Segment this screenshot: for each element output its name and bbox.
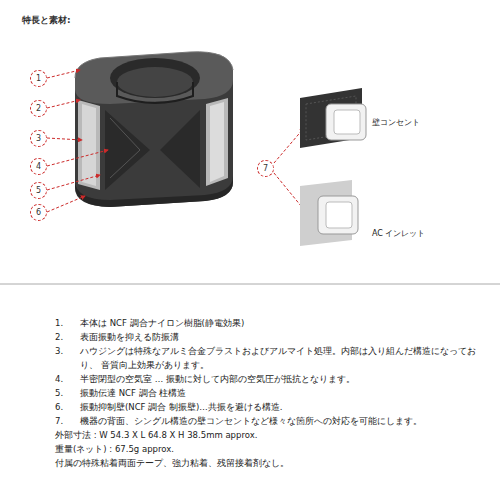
part-label: 壁コンセント [372,117,420,128]
item-text: 機器の背面、シングル構造の壁コンセントなど様々な箇所への対応を可能にします。 [80,414,487,428]
item-number: 2. [55,330,80,344]
item-number: 7. [55,414,80,428]
list-row: 5.振動伝達 NCF 調合 柱構造 [55,386,487,400]
list-row: 4.半密閉型の空気室 … 振動に対して内部の空気圧が抵抗となります。 [55,372,487,386]
item-number: 1. [55,316,80,330]
callout-number: 6 [30,204,47,221]
item-text: 表面振動を抑える防振溝 [80,330,487,344]
callout-number: 4 [30,158,47,175]
callout-number: 2 [30,100,47,117]
callout-number: 5 [30,182,47,199]
item-text: 振動伝達 NCF 調合 柱構造 [80,386,487,400]
list-row: 3.ハウジングは特殊なアルミ合金ブラストおよびアルマイト処理。内部は入り組んだ構… [55,344,487,372]
list-row: 7.機器の背面、シングル構造の壁コンセントなど様々な箇所への対応を可能にします。 [55,414,487,428]
item-number: 5. [55,386,80,400]
list-row: 重量(ネット) : 67.5g approx. [55,442,487,456]
insulator-block [75,52,233,207]
item-text: 外部寸法 : W 54.3 X L 64.8 X H 38.5mm approx… [55,428,487,442]
list-row: 1.本体は NCF 調合ナイロン樹脂(静電効果) [55,316,487,330]
feature-list: 1.本体は NCF 調合ナイロン樹脂(静電効果)2.表面振動を抑える防振溝3.ハ… [55,316,487,470]
item-text: 付属の特殊粘着両面テープ、強力粘着、残留接着剤なし。 [55,456,487,470]
heading: 特長と素材: [22,14,71,27]
part-label: AC インレット [372,228,425,239]
callout-number: 1 [30,70,47,87]
callout-number: 3 [30,130,47,147]
divider [0,284,500,285]
list-row: 2.表面振動を抑える防振溝 [55,330,487,344]
item-text: 半密閉型の空気室 … 振動に対して内部の空気圧が抵抗となります。 [80,372,487,386]
ac-inlet-illustration [300,180,358,246]
item-text: 本体は NCF 調合ナイロン樹脂(静電効果) [80,316,487,330]
wall-outlet-illustration [300,88,366,148]
callout-number: 7 [257,160,274,177]
list-row: 外部寸法 : W 54.3 X L 64.8 X H 38.5mm approx… [55,428,487,442]
item-number: 6. [55,400,80,414]
item-number: 3. [55,344,80,372]
item-number: 4. [55,372,80,386]
item-text: 重量(ネット) : 67.5g approx. [55,442,487,456]
item-text: 振動抑制壁(NCF 調合 制振壁)…共振を避ける構造. [80,400,487,414]
item-text: ハウジングは特殊なアルミ合金ブラストおよびアルマイト処理。内部は入り組んだ構造に… [80,344,487,372]
list-row: 6.振動抑制壁(NCF 調合 制振壁)…共振を避ける構造. [55,400,487,414]
list-row: 付属の特殊粘着両面テープ、強力粘着、残留接着剤なし。 [55,456,487,470]
leader-lines [47,70,306,212]
